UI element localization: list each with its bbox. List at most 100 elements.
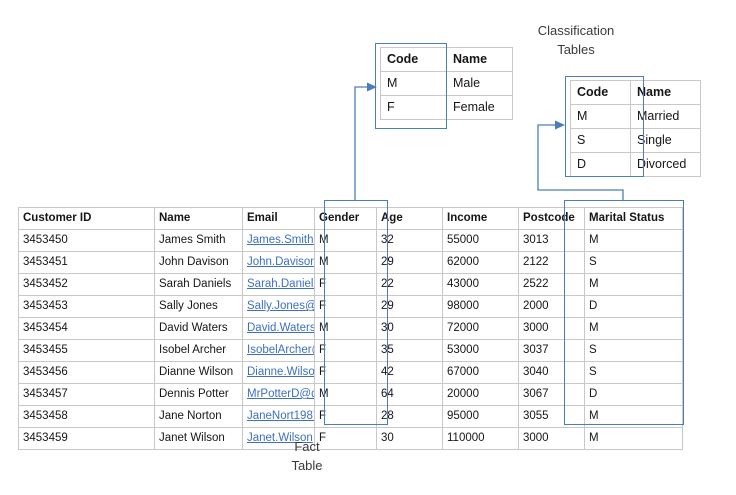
cell-marital-status: M xyxy=(584,317,683,340)
cell-email[interactable]: IsobelArcher@ xyxy=(242,339,315,362)
cell-postcode: 3013 xyxy=(518,229,585,252)
cell-name: Male xyxy=(446,71,513,96)
cell-customer-id: 3453453 xyxy=(18,295,155,318)
cell-customer-id: 3453457 xyxy=(18,383,155,406)
table-row: M Married xyxy=(570,104,701,129)
cell-marital-status: M xyxy=(584,427,683,450)
column-header-customer-id: Customer ID xyxy=(18,207,155,230)
column-header-name: Name xyxy=(154,207,243,230)
cell-income: 20000 xyxy=(442,383,519,406)
cell-name: Jane Norton xyxy=(154,405,243,428)
cell-age: 35 xyxy=(376,339,443,362)
cell-income: 72000 xyxy=(442,317,519,340)
cell-age: 28 xyxy=(376,405,443,428)
email-link[interactable]: Dianne.Wilson xyxy=(247,366,315,378)
email-link[interactable]: Janet.Wilson xyxy=(247,432,313,444)
cell-email[interactable]: John.Davison xyxy=(242,251,315,274)
table-header-row: Customer ID Name Email Gender Age Income… xyxy=(18,207,683,230)
cell-name: John Davison xyxy=(154,251,243,274)
cell-income: 67000 xyxy=(442,361,519,384)
column-header-code: Code xyxy=(380,47,447,72)
cell-name: Isobel Archer xyxy=(154,339,243,362)
cell-postcode: 3067 xyxy=(518,383,585,406)
cell-customer-id: 3453459 xyxy=(18,427,155,450)
column-header-age: Age xyxy=(376,207,443,230)
cell-income: 55000 xyxy=(442,229,519,252)
cell-gender: M xyxy=(314,317,377,340)
cell-income: 110000 xyxy=(442,427,519,450)
cell-email[interactable]: Sarah.Daniels xyxy=(242,273,315,296)
cell-email[interactable]: James.Smith@ xyxy=(242,229,315,252)
email-link[interactable]: James.Smith@ xyxy=(247,234,314,246)
cell-name: David Waters xyxy=(154,317,243,340)
fact-table-label: Fact Table xyxy=(291,439,323,473)
cell-name: Female xyxy=(446,95,513,120)
cell-customer-id: 3453451 xyxy=(18,251,155,274)
table-row: D Divorced xyxy=(570,152,701,177)
cell-marital-status: M xyxy=(584,229,683,252)
cell-age: 29 xyxy=(376,251,443,274)
table-row-blank xyxy=(18,449,683,470)
cell-marital-status: D xyxy=(584,295,683,318)
cell-email[interactable]: Dianne.Wilson xyxy=(242,361,315,384)
cell-age: 64 xyxy=(376,383,443,406)
cell-gender: M xyxy=(314,229,377,252)
cell-customer-id: 3453455 xyxy=(18,339,155,362)
email-link[interactable]: Sarah.Daniels xyxy=(247,278,315,290)
cell-email[interactable]: Sally.Jones@g xyxy=(242,295,315,318)
cell-name: Sally Jones xyxy=(154,295,243,318)
fact-table: Customer ID Name Email Gender Age Income… xyxy=(18,207,683,470)
email-link[interactable]: MrPotterD@d xyxy=(247,388,315,400)
cell-gender: F xyxy=(314,361,377,384)
table-row: S Single xyxy=(570,128,701,153)
cell-name: Married xyxy=(630,104,701,129)
cell-blank xyxy=(376,449,443,470)
cell-postcode: 3000 xyxy=(518,317,585,340)
cell-name: Sarah Daniels xyxy=(154,273,243,296)
cell-marital-status: S xyxy=(584,339,683,362)
cell-age: 32 xyxy=(376,229,443,252)
column-header-code: Code xyxy=(570,80,631,105)
cell-postcode: 3040 xyxy=(518,361,585,384)
cell-gender: M xyxy=(314,383,377,406)
cell-blank xyxy=(18,449,155,470)
cell-postcode: 2522 xyxy=(518,273,585,296)
email-link[interactable]: John.Davison xyxy=(247,256,315,268)
cell-gender: M xyxy=(314,251,377,274)
email-link[interactable]: David.Waters xyxy=(247,322,315,334)
cell-postcode: 2000 xyxy=(518,295,585,318)
column-header-income: Income xyxy=(442,207,519,230)
cell-email[interactable]: David.Waters xyxy=(242,317,315,340)
cell-name: Dennis Potter xyxy=(154,383,243,406)
cell-customer-id: 3453450 xyxy=(18,229,155,252)
cell-customer-id: 3453454 xyxy=(18,317,155,340)
cell-code: M xyxy=(380,71,447,96)
cell-age: 29 xyxy=(376,295,443,318)
column-header-gender: Gender xyxy=(314,207,377,230)
cell-code: F xyxy=(380,95,447,120)
email-link[interactable]: JaneNort1987 xyxy=(247,410,315,422)
cell-email[interactable]: MrPotterD@d xyxy=(242,383,315,406)
marital-status-classification-table: Code Name M Married S Single D Divorced xyxy=(570,80,701,177)
cell-blank xyxy=(154,449,243,470)
email-link[interactable]: IsobelArcher@ xyxy=(247,344,314,356)
cell-age: 42 xyxy=(376,361,443,384)
cell-age: 22 xyxy=(376,273,443,296)
cell-email[interactable]: JaneNort1987 xyxy=(242,405,315,428)
email-link[interactable]: Sally.Jones@g xyxy=(247,300,314,312)
cell-gender: F xyxy=(314,295,377,318)
cell-income: 95000 xyxy=(442,405,519,428)
table-header-row: Code Name xyxy=(380,47,513,72)
table-row: F Female xyxy=(380,95,513,120)
column-header-name: Name xyxy=(630,80,701,105)
cell-name: Divorced xyxy=(630,152,701,177)
cell-income: 43000 xyxy=(442,273,519,296)
cell-customer-id: 3453458 xyxy=(18,405,155,428)
